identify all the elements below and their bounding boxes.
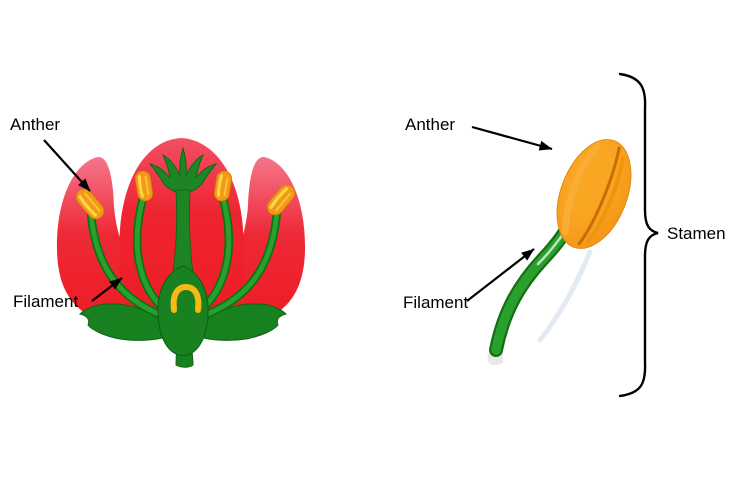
stamen-closeup-illustration: [487, 72, 659, 398]
anther-inner-left: [134, 170, 154, 202]
anther-outer-right: [266, 184, 296, 216]
left-filament-arrow: [91, 277, 123, 302]
right-anther-arrow: [471, 125, 553, 151]
left-anther-arrow: [43, 139, 91, 192]
anther-inner-right: [213, 170, 233, 202]
right-filament-label: Filament: [403, 293, 469, 312]
sepal-leaf-right: [191, 303, 287, 341]
anther-outer-left: [75, 188, 105, 220]
annotation-arrows: [43, 125, 553, 302]
ovule-horseshoe: [170, 283, 202, 313]
flower-cross-section-illustration: [56, 138, 306, 368]
stamen-anther: [556, 139, 632, 249]
stamen-brace: [618, 72, 659, 398]
stamen-label: Stamen: [667, 224, 726, 243]
left-filament-label: Filament: [13, 292, 79, 311]
right-anther-label: Anther: [405, 115, 456, 134]
filament-shadow-streak: [537, 249, 593, 343]
sepal-leaf-left: [79, 303, 175, 341]
right-filament-arrow: [466, 248, 535, 302]
left-anther-label: Anther: [10, 115, 61, 134]
